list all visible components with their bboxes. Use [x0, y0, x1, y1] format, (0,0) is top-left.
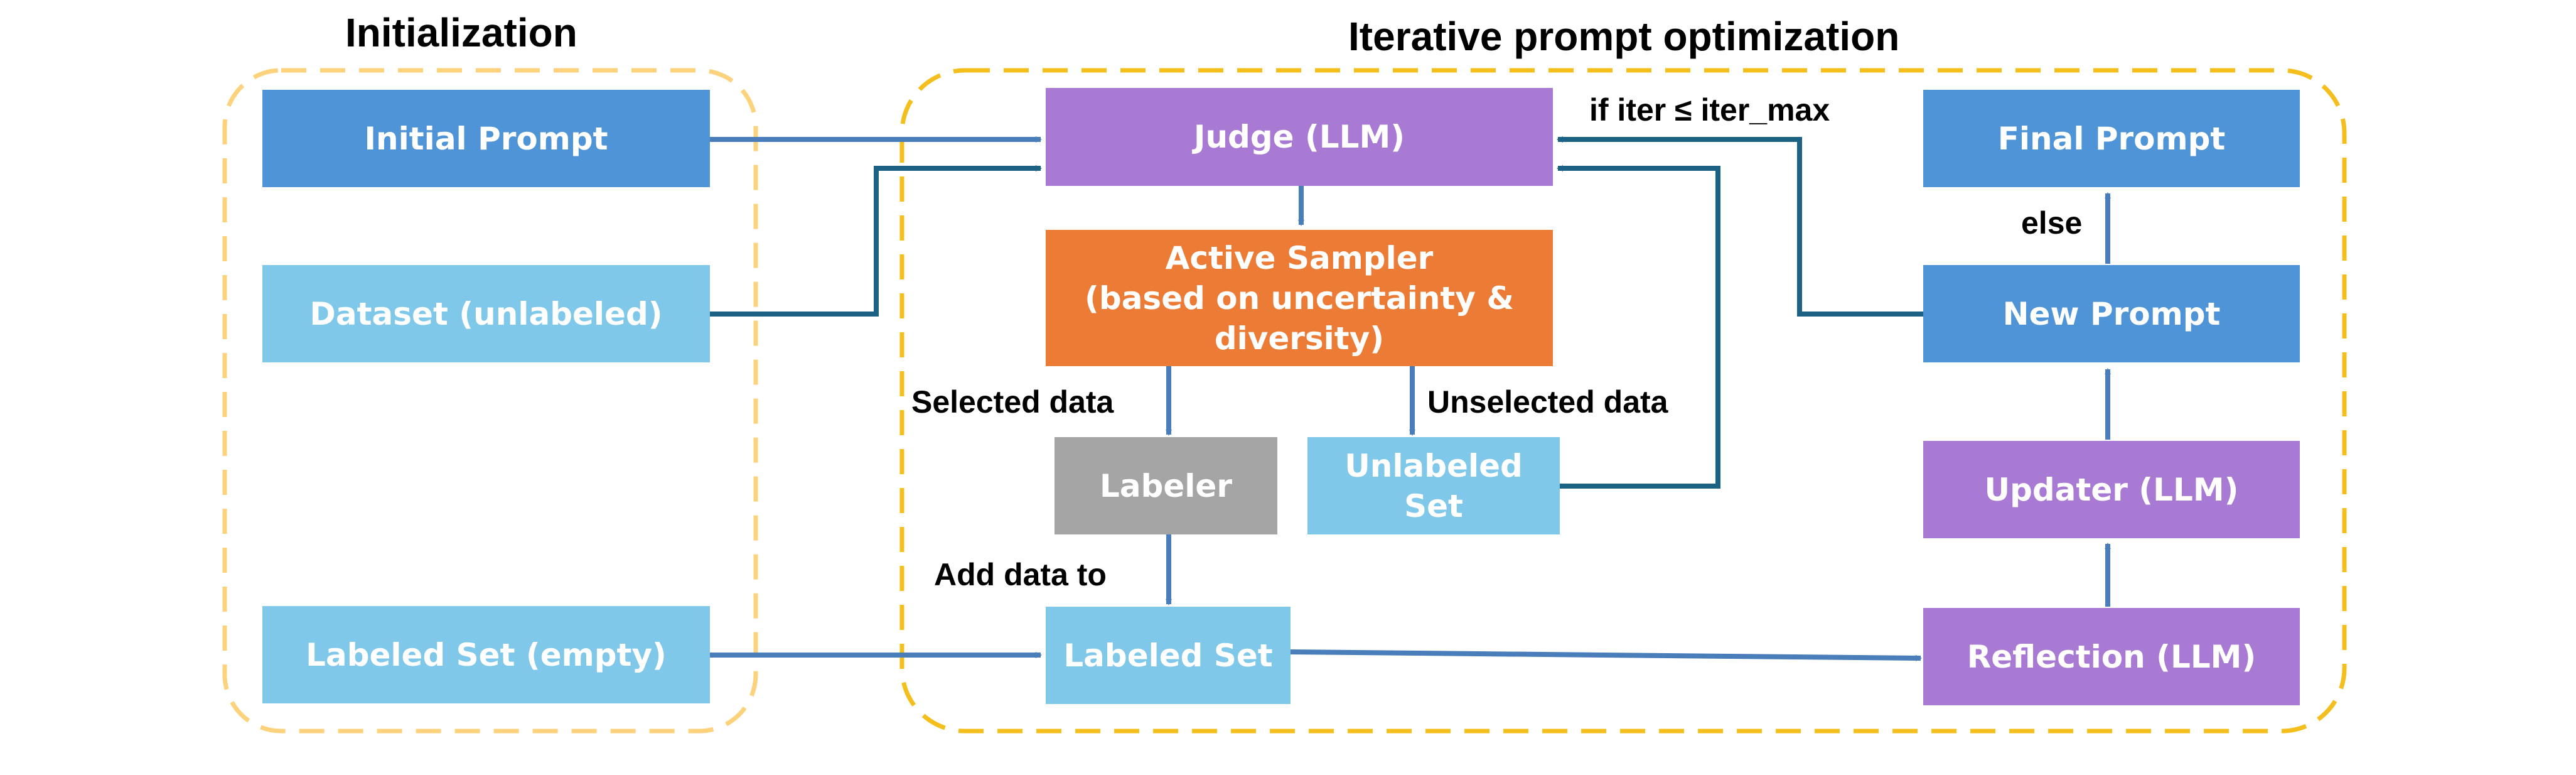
labeled-set-empty-node: Labeled Set (empty): [262, 606, 710, 703]
selected-data-label: Selected data: [911, 384, 1114, 420]
arrow-labeledset-to-reflection: [1290, 649, 1922, 661]
arrow-unlabeled-to-judge: [1557, 165, 1720, 489]
else-label: else: [2021, 205, 2083, 241]
initial-prompt-node: Initial Prompt: [262, 90, 710, 187]
unlabeled-set-label: Unlabeled Set: [1344, 447, 1523, 524]
active-sampler-node: Active Sampler (based on uncertainty & d…: [1046, 230, 1553, 366]
labeled-set-node: Labeled Set: [1046, 607, 1291, 704]
initialization-title: Initialization: [345, 10, 577, 55]
updater-llm-node: Updater (LLM): [1923, 441, 2300, 538]
active-sampler-label: Active Sampler (based on uncertainty & d…: [1085, 239, 1514, 357]
unlabeled-set-node: Unlabeled Set: [1307, 437, 1560, 534]
unselected-data-label: Unselected data: [1427, 384, 1668, 420]
add-data-to-label: Add data to: [934, 557, 1107, 592]
arrow-dataset-to-judge: [710, 165, 1042, 317]
labeler-node: Labeler: [1055, 437, 1277, 534]
judge-llm-node: Judge (LLM): [1046, 88, 1553, 186]
initialization-frame: [222, 68, 758, 734]
arrow-newprompt-to-judge: [1557, 136, 1923, 317]
dataset-unlabeled-node: Dataset (unlabeled): [262, 265, 710, 362]
reflection-llm-node: Reflection (LLM): [1923, 608, 2300, 705]
iterative-optimization-title: Iterative prompt optimization: [1348, 14, 1900, 59]
iterative-frame: [899, 68, 2347, 734]
final-prompt-node: Final Prompt: [1923, 90, 2300, 187]
new-prompt-node: New Prompt: [1923, 265, 2300, 362]
loop-condition-label: if iter ≤ iter_max: [1589, 92, 1830, 127]
